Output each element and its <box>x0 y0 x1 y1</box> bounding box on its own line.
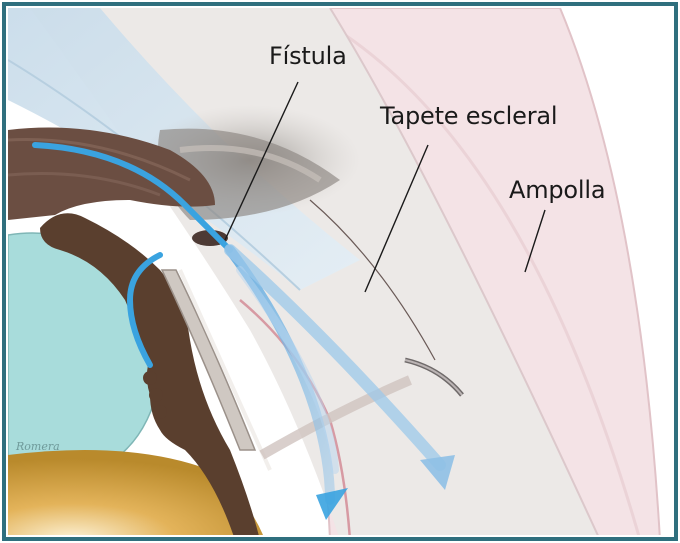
label-tapete-escleral: Tapete escleral <box>380 102 557 130</box>
label-ampolla: Ampolla <box>509 176 605 204</box>
label-fistula: Fístula <box>269 42 347 70</box>
artist-signature: Romera <box>16 440 60 453</box>
